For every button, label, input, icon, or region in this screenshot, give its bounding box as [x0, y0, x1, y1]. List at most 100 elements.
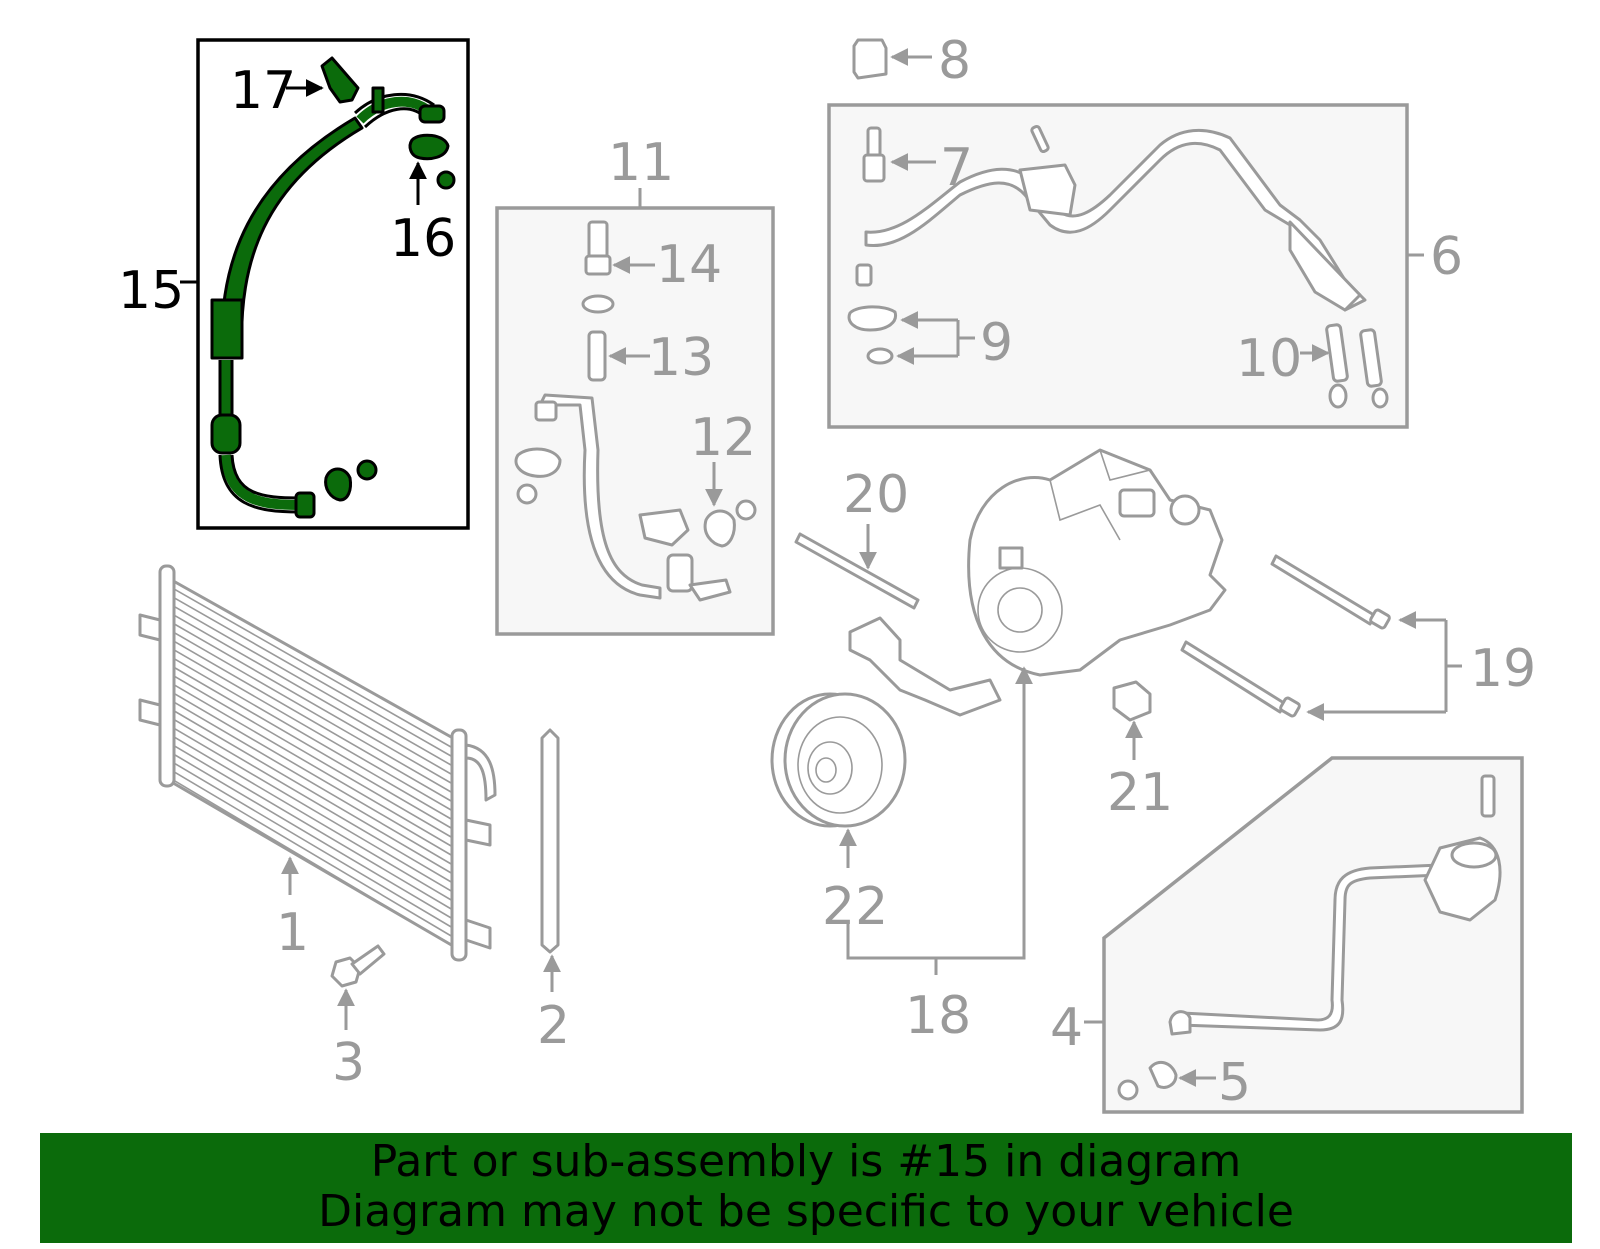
- part-22-group[interactable]: 22: [770, 616, 1002, 937]
- callout-21[interactable]: 21: [1107, 763, 1173, 823]
- callout-9[interactable]: 9: [980, 313, 1013, 373]
- part-11-fitting-upper: [534, 400, 558, 422]
- part-6-line[interactable]: [864, 128, 1367, 312]
- part-9-oring[interactable]: [866, 347, 894, 365]
- callout-6[interactable]: 6: [1430, 227, 1463, 287]
- part-19-stud-upper[interactable]: [1270, 554, 1376, 626]
- condenser-fin: [169, 699, 459, 869]
- part-12-seal[interactable]: [703, 509, 736, 548]
- part-19-stud-lower[interactable]: [1180, 640, 1286, 714]
- callout-13[interactable]: 13: [648, 328, 714, 388]
- callout-3[interactable]: 3: [332, 1033, 365, 1093]
- part-8-cap[interactable]: [852, 38, 888, 80]
- callout-16[interactable]: 16: [390, 209, 456, 269]
- callout-2[interactable]: 2: [537, 996, 570, 1056]
- callout-4[interactable]: 4: [1050, 998, 1083, 1058]
- callout-5[interactable]: 5: [1218, 1053, 1251, 1113]
- part-15-fitting-lower: [294, 491, 316, 519]
- part-15-sleeve: [210, 298, 244, 360]
- condenser-fin: [169, 646, 459, 815]
- condenser-fin: [169, 612, 459, 779]
- part-1-group[interactable]: 1: [138, 564, 497, 963]
- part-1-inlet: [464, 743, 497, 802]
- part-11-group[interactable]: 11 14 13 12: [495, 133, 775, 636]
- part-11-oring: [516, 483, 538, 505]
- part-15-port: [371, 86, 385, 114]
- part-21-group[interactable]: 21: [1107, 680, 1173, 823]
- condenser-fin: [169, 733, 459, 905]
- part-15-group[interactable]: 15 17 16: [118, 38, 470, 530]
- part-1-condenser[interactable]: [166, 576, 462, 952]
- part-19-group[interactable]: 19: [1180, 554, 1536, 721]
- part-15-pipe-outline: [218, 360, 234, 420]
- part-18-group[interactable]: 18: [846, 448, 1227, 1046]
- condenser-fin: [169, 620, 459, 788]
- part-15-muffler: [210, 413, 242, 455]
- part-4-pin: [1480, 774, 1496, 818]
- part-18-port: [1118, 488, 1156, 518]
- part-19-stud-upper-nut: [1369, 608, 1391, 630]
- condenser-fin: [169, 768, 459, 941]
- part-22-pulley-ring: [797, 716, 883, 814]
- part-14-switch[interactable]: [587, 220, 609, 260]
- part-1-tank-right: [450, 728, 468, 962]
- callout-19[interactable]: 19: [1470, 639, 1536, 699]
- part-10-oring-b: [1371, 387, 1389, 409]
- callout-1[interactable]: 1: [276, 903, 309, 963]
- part-1-brackets-right: [464, 818, 492, 950]
- part-18-compressor[interactable]: [967, 448, 1227, 677]
- callout-7[interactable]: 7: [940, 138, 973, 198]
- part-17-valve[interactable]: [320, 56, 360, 104]
- part-16-seal-lower[interactable]: [324, 467, 352, 502]
- condenser-fin: [169, 681, 459, 851]
- condenser-fin: [169, 690, 459, 860]
- part-10-valve-b[interactable]: [1359, 328, 1383, 388]
- part-16-oring-lower[interactable]: [356, 459, 378, 481]
- condenser-fin: [169, 751, 459, 923]
- callout-12[interactable]: 12: [690, 408, 756, 468]
- part-9-gasket[interactable]: [847, 305, 898, 332]
- part-21-nut[interactable]: [1112, 680, 1152, 722]
- condenser-fin: [169, 655, 459, 824]
- part-11-line[interactable]: [538, 393, 662, 600]
- part-13-valve-core[interactable]: [587, 330, 607, 382]
- part-2-group[interactable]: 2: [537, 728, 570, 1056]
- part-6-pin: [1030, 125, 1050, 153]
- part-16-seal-upper[interactable]: [408, 133, 450, 161]
- callout-22[interactable]: 22: [822, 877, 888, 937]
- condenser-fin: [169, 603, 459, 770]
- part-4-fitting: [1168, 1010, 1192, 1036]
- part-4-accumulator-top: [1450, 841, 1498, 869]
- part-3-group[interactable]: 3: [330, 944, 386, 1093]
- part-20-stud[interactable]: [794, 532, 920, 610]
- callout-10[interactable]: 10: [1236, 329, 1302, 389]
- part-2-seal[interactable]: [540, 728, 560, 954]
- part-14-switch-base: [584, 254, 612, 276]
- part-16-oring-upper[interactable]: [436, 170, 456, 190]
- part-3-bolt-shank: [350, 944, 386, 976]
- condenser-fin: [169, 664, 459, 833]
- part-22-pulley-bore: [815, 757, 837, 783]
- condenser-fin: [169, 629, 459, 797]
- part-22-pulley-ring-inner: [807, 741, 853, 795]
- part-6-fitting: [855, 263, 873, 287]
- part-5-seal[interactable]: [1148, 1060, 1178, 1089]
- part-6-group[interactable]: 6 7 9 10: [827, 103, 1463, 429]
- callout-11[interactable]: 11: [608, 133, 674, 193]
- part-20-group[interactable]: 20: [794, 465, 920, 610]
- callout-8[interactable]: 8: [938, 31, 971, 91]
- callout-15[interactable]: 15: [118, 261, 184, 321]
- part-10-valve-a[interactable]: [1325, 323, 1349, 383]
- callout-17[interactable]: 17: [230, 61, 296, 121]
- part-1-tank-left: [158, 564, 176, 788]
- part-4-group[interactable]: 4 5: [1050, 756, 1524, 1114]
- banner-line-2: Diagram may not be specific to your vehi…: [318, 1186, 1294, 1237]
- part-8-group[interactable]: 8: [852, 31, 971, 91]
- callout-14[interactable]: 14: [656, 235, 722, 295]
- callout-20[interactable]: 20: [843, 465, 909, 525]
- part-22-bracket: [848, 616, 1002, 717]
- part-14-oring: [581, 294, 615, 314]
- part-12-oring: [735, 499, 757, 521]
- callout-18[interactable]: 18: [905, 986, 971, 1046]
